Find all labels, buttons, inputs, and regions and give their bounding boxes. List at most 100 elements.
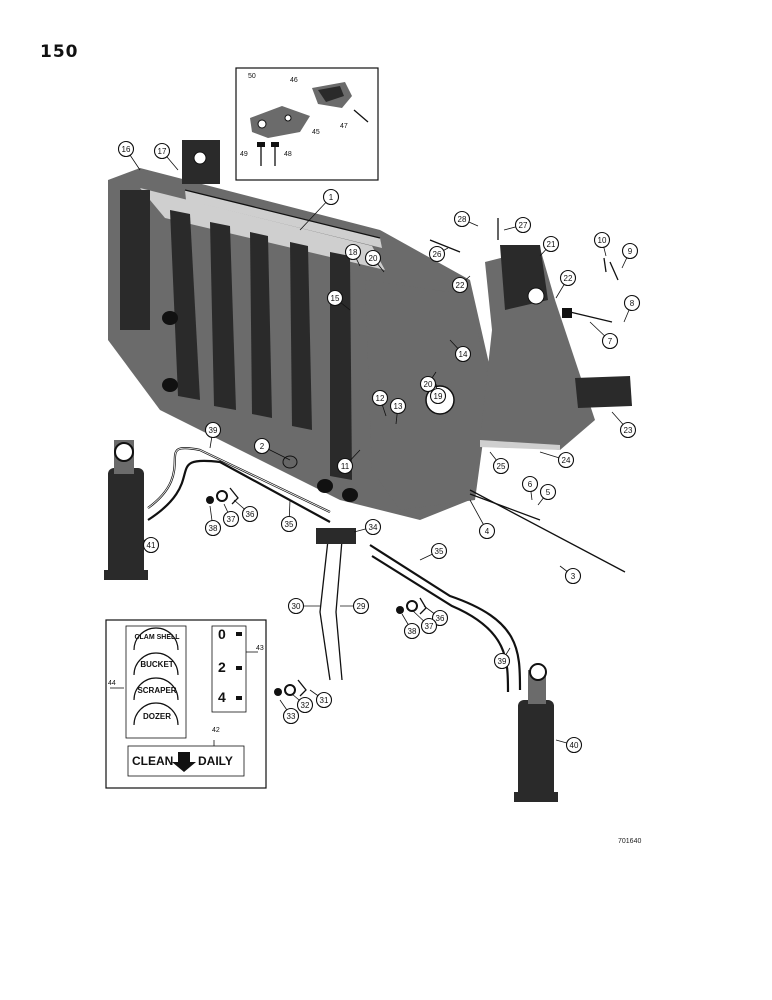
label-42: 42: [212, 727, 220, 734]
callout-number: 22: [564, 274, 573, 283]
callout-number: 31: [320, 696, 329, 705]
callout-17: 17: [153, 142, 179, 171]
callout-circle: [326, 289, 344, 307]
callout-number: 28: [458, 215, 467, 224]
callout-number: 6: [528, 480, 533, 489]
callout-number: 5: [546, 488, 551, 497]
callout-circle: [204, 421, 222, 439]
label-43: 43: [256, 645, 264, 652]
callout-circle: [282, 707, 300, 725]
page-number: 150: [40, 42, 79, 62]
callout-number: 13: [394, 402, 403, 411]
callout-circle: [364, 249, 382, 267]
callout-number: 23: [624, 426, 633, 435]
callout-circle: [352, 597, 370, 615]
callout-38: 38: [401, 613, 421, 640]
label-44: 44: [108, 680, 116, 687]
callout-circle: [280, 515, 298, 533]
callout-19: 19: [429, 383, 447, 405]
decal-daily: DAILY: [198, 754, 233, 768]
callout-38: 38: [204, 505, 222, 537]
callout-18: 18: [344, 243, 362, 267]
callout-number: 20: [369, 254, 378, 263]
callout-number: 37: [425, 622, 434, 631]
callout-number: 11: [341, 462, 350, 471]
callout-circle: [478, 522, 496, 540]
cylinder-right: [514, 663, 558, 802]
callout-circle: [364, 518, 382, 536]
inset-top-box: [235, 67, 379, 181]
callout-20: 20: [364, 249, 385, 273]
callout-number: 24: [562, 456, 571, 465]
callout-25: 25: [489, 451, 510, 475]
callout-circle: [431, 609, 449, 627]
callout-number: 18: [349, 248, 358, 257]
callout-number: 29: [357, 602, 366, 611]
callout-number: 38: [408, 627, 417, 636]
callout-number: 20: [424, 380, 433, 389]
callout-circle: [315, 691, 333, 709]
decal-scraper: SCRAPER: [137, 686, 177, 695]
callout-number: 39: [209, 426, 218, 435]
callout-circle: [621, 242, 639, 260]
inset-decals-box: [105, 619, 267, 789]
callout-circle: [453, 210, 471, 228]
callout-circle: [565, 736, 583, 754]
callout-circle: [389, 397, 407, 415]
callout-28: 28: [453, 210, 479, 228]
callout-7: 7: [589, 321, 619, 350]
callout-16: 16: [117, 140, 141, 171]
callout-circle: [601, 332, 619, 350]
callout-35: 35: [419, 542, 448, 561]
callout-number: 30: [292, 602, 301, 611]
callout-number: 16: [122, 145, 131, 154]
bucket-assembly: [108, 140, 495, 520]
callout-circle: [492, 457, 510, 475]
callout-number: 41: [147, 541, 156, 550]
callout-circle: [322, 188, 340, 206]
callout-30: 30: [287, 597, 320, 615]
callout-circle: [419, 375, 437, 393]
callout-number: 40: [570, 741, 579, 750]
callout-32: 32: [291, 693, 314, 714]
tubes-29-30: [316, 528, 356, 681]
callout-number: 21: [547, 240, 556, 249]
callout-circle: [454, 345, 472, 363]
callout-12: 12: [371, 389, 389, 417]
callout-circle: [222, 510, 240, 528]
decal-number-0: 0: [218, 626, 226, 642]
callout-4: 4: [469, 499, 496, 540]
callout-circle: [451, 276, 469, 294]
callout-number: 27: [519, 221, 528, 230]
callout-6: 6: [521, 475, 539, 501]
label-49: 49: [240, 151, 248, 158]
decal-dozer: DOZER: [143, 712, 171, 721]
rear-frame: [429, 218, 632, 450]
callout-circle: [344, 243, 362, 261]
callout-27: 27: [503, 216, 532, 234]
callout-circle: [521, 475, 539, 493]
callout-number: 19: [434, 392, 443, 401]
callout-15: 15: [326, 289, 351, 311]
callout-number: 4: [485, 527, 490, 536]
callout-29: 29: [340, 597, 370, 615]
callout-34: 34: [353, 518, 382, 536]
callout-35: 35: [280, 499, 298, 533]
callout-26: 26: [428, 245, 449, 263]
rod-4: [469, 493, 541, 521]
callout-number: 34: [369, 523, 378, 532]
clamps: [206, 487, 427, 697]
label-45: 45: [312, 129, 320, 136]
callout-number: 32: [301, 701, 310, 710]
callout-number: 3: [571, 572, 576, 581]
callout-number: 25: [497, 462, 506, 471]
callout-36: 36: [423, 605, 449, 627]
callout-33: 33: [279, 699, 300, 725]
callout-circle: [559, 269, 577, 287]
decal-clam-shell: CLAM SHELL: [134, 634, 180, 641]
callout-number: 17: [158, 147, 167, 156]
label-47: 47: [340, 123, 348, 130]
callout-circle: [287, 597, 305, 615]
callout-22: 22: [451, 275, 471, 294]
